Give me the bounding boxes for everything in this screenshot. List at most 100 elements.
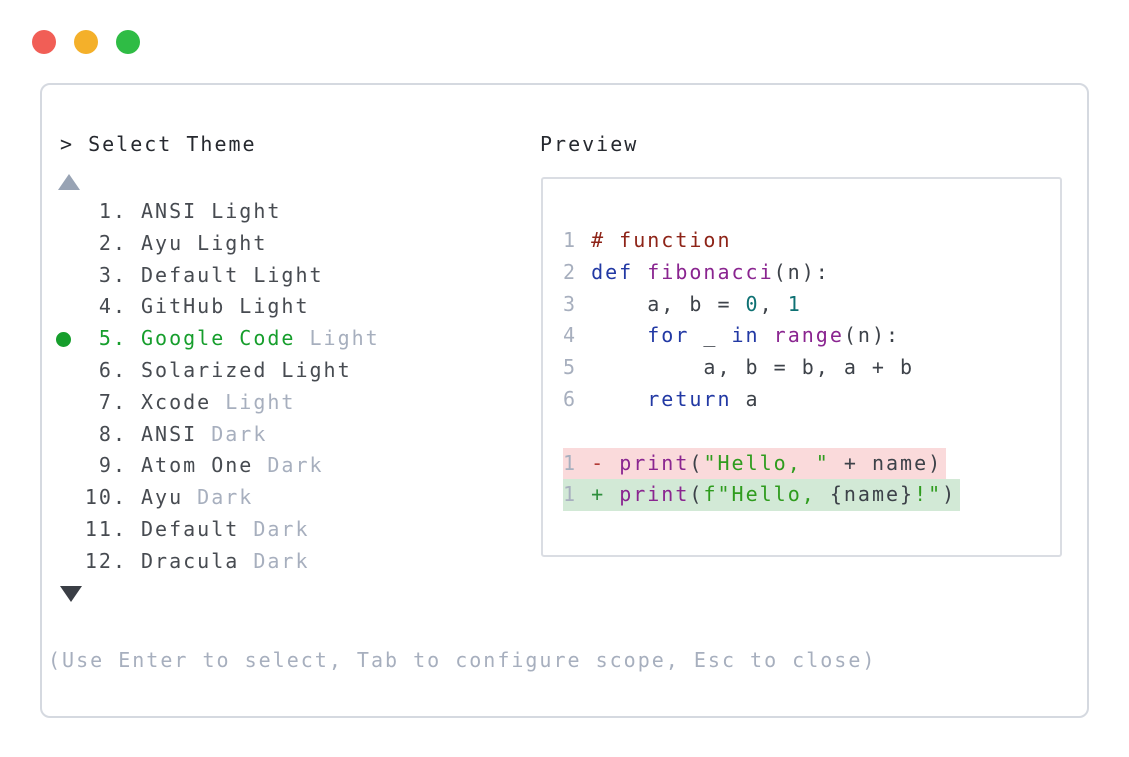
code-token-plain: a — [731, 386, 760, 411]
theme-variant: Dark — [239, 516, 310, 541]
code-token-keyword: for — [647, 323, 690, 348]
code-token-plain: ) — [942, 482, 957, 507]
theme-name: ANSI — [141, 199, 198, 223]
theme-picker-panel: > Select Theme Preview 1. ANSI Light 2. Ayu… — [40, 83, 1089, 718]
picker-prompt: > Select Theme — [60, 132, 257, 156]
code-token-plain: a, b = — [591, 291, 746, 316]
code-line: 5 a, b = b, a + b — [563, 352, 1046, 384]
line-number: 1 — [563, 450, 578, 475]
minimize-button[interactable] — [74, 30, 98, 54]
theme-number: 1. — [98, 199, 127, 223]
code-token-string: !" — [914, 482, 943, 507]
theme-list-item[interactable]: 1. ANSI Light — [56, 196, 380, 228]
code-token-comment: # function — [591, 228, 732, 252]
theme-list-item[interactable]: 11. Default Dark — [56, 514, 380, 546]
theme-variant: Dark — [253, 453, 324, 478]
theme-list-item[interactable]: 5.Google Code Light — [56, 323, 380, 355]
theme-number: 11. — [84, 516, 127, 541]
theme-name: Ayu — [141, 485, 184, 510]
theme-number: 7. — [98, 389, 127, 414]
theme-name: Ayu — [141, 230, 184, 255]
theme-name: Default — [141, 516, 240, 541]
preview-label: Preview — [540, 132, 639, 156]
help-text: (Use Enter to select, Tab to configure s… — [48, 648, 877, 672]
theme-list-item[interactable]: 10. Ayu Dark — [56, 482, 380, 514]
scroll-up-indicator[interactable] — [58, 174, 80, 190]
code-line: 6 return a — [563, 384, 1046, 416]
theme-number: 3. — [98, 262, 127, 287]
code-token-keyword: in — [731, 323, 760, 348]
zoom-button[interactable] — [116, 30, 140, 54]
code-token-plain: a, b = b, a + b — [591, 355, 915, 380]
code-token-literal: 0 — [745, 291, 760, 316]
theme-list-item[interactable]: 2.Ayu Light — [56, 228, 380, 260]
code-blank-line — [563, 416, 1046, 448]
diff-sign-icon: + — [591, 482, 606, 507]
code-line: 2 def fibonacci(n): — [563, 257, 1046, 289]
theme-variant: Light — [239, 262, 324, 287]
theme-number: 8. — [98, 421, 127, 446]
theme-list-item[interactable]: 6.Solarized Light — [56, 355, 380, 387]
code-token-type: fibonacci — [647, 259, 774, 284]
theme-list-item[interactable]: 9. Atom One Dark — [56, 450, 380, 482]
code-token-plain: (n): — [773, 259, 830, 284]
code-token-string: f"Hello, — [703, 482, 830, 507]
close-button[interactable] — [32, 30, 56, 54]
code-token-string: "Hello, " — [703, 450, 830, 475]
theme-name: ANSI — [141, 421, 198, 446]
theme-variant: Light — [197, 199, 282, 223]
code-token-plain: {name} — [829, 482, 915, 507]
scroll-down-indicator[interactable] — [60, 586, 82, 602]
theme-name: Dracula — [141, 548, 240, 573]
code-token-type: print — [619, 450, 690, 475]
code-token-keyword: return — [647, 386, 732, 411]
code-token-plain: (n): — [843, 323, 901, 348]
diff-sign-icon: - — [591, 450, 606, 475]
code-token-plain: _ — [689, 323, 732, 348]
code-token-type: print — [619, 482, 690, 507]
theme-name: Google Code — [141, 326, 296, 351]
theme-number: 9. — [98, 453, 127, 478]
selection-marker — [56, 331, 84, 347]
code-token-keyword: def — [591, 259, 634, 284]
diff-highlight: 1 - print("Hello, " + name) — [563, 447, 947, 480]
theme-number: 10. — [84, 485, 127, 510]
code-token-plain: ( — [689, 450, 704, 475]
line-number: 2 — [563, 259, 578, 284]
window-controls — [32, 30, 140, 54]
theme-list-item[interactable]: 4.GitHub Light — [56, 291, 380, 323]
theme-list-item[interactable]: 8. ANSI Dark — [56, 419, 380, 451]
theme-name: Default — [141, 262, 240, 287]
diff-line-added: 1 + print(f"Hello, {name}!") — [563, 479, 1046, 512]
theme-variant: Dark — [239, 548, 310, 573]
theme-variant: Dark — [197, 421, 268, 446]
theme-list-item[interactable]: 7. Xcode Light — [56, 387, 380, 419]
code-line: 4 for _ in range(n): — [563, 320, 1046, 352]
theme-list-item[interactable]: 12. Dracula Dark — [56, 546, 380, 578]
theme-name: Xcode — [141, 389, 212, 414]
code-token-type: range — [773, 323, 844, 348]
line-number: 1 — [563, 482, 578, 507]
code-token-plain — [591, 323, 647, 347]
code-token-plain — [760, 323, 774, 347]
theme-variant: Dark — [183, 485, 254, 510]
line-number: 1 — [563, 228, 578, 252]
theme-number: 12. — [84, 548, 127, 573]
theme-variant: Light — [211, 389, 296, 414]
theme-list: 1. ANSI Light 2. Ayu Light 3. Default Light 4.… — [56, 196, 380, 578]
diff-line-removed: 1 - print("Hello, " + name) — [563, 447, 1046, 480]
theme-name: Atom One — [141, 453, 254, 478]
theme-list-item[interactable]: 3. Default Light — [56, 260, 380, 292]
code-line: 1 # function — [563, 225, 1046, 257]
theme-number: 4. — [98, 294, 127, 319]
diff-highlight: 1 + print(f"Hello, {name}!") — [563, 479, 961, 512]
theme-number: 2. — [98, 230, 127, 255]
theme-number: 5. — [98, 326, 127, 351]
theme-name: Solarized — [141, 357, 268, 382]
code-token-plain — [591, 387, 647, 411]
line-number: 3 — [563, 291, 578, 316]
code-line: 3 a, b = 0, 1 — [563, 289, 1046, 321]
